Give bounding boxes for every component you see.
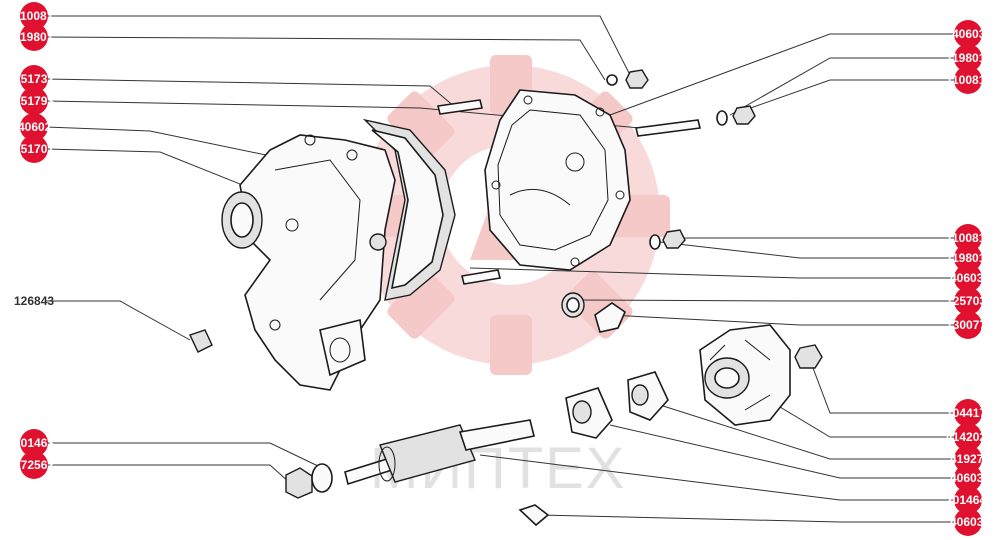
callout-badge — [954, 399, 982, 427]
callout-label: 110081 — [946, 73, 986, 87]
callout-label: 151701 — [14, 142, 54, 156]
callout-label: 414202 — [946, 430, 986, 444]
callout-40602[interactable]: 40602 — [18, 113, 52, 141]
callout-badge — [20, 113, 48, 141]
callout-badge — [20, 2, 48, 30]
callout-label: 40603 — [950, 471, 984, 485]
callout-badge — [954, 486, 982, 514]
callout-label: 151793 — [14, 94, 54, 108]
callout-414202[interactable]: 414202 — [946, 423, 986, 451]
callout-40603-c[interactable]: 40603 — [950, 464, 984, 492]
callout-label: 201463 — [14, 436, 54, 450]
bearing-rings — [565, 371, 669, 439]
callout-label: 119801 — [946, 51, 986, 65]
callout-40603-b[interactable]: 40603 — [950, 264, 984, 292]
leader-lines-right — [469, 33, 957, 523]
callouts-right: 40603 119801 110081 110081 119801 40603 … — [946, 20, 986, 536]
callout-172562[interactable]: 172562 — [14, 451, 54, 479]
callout-label: 110081 — [14, 9, 54, 23]
callout-badge — [954, 423, 982, 451]
callout-badge — [954, 287, 982, 315]
callout-119801-b[interactable]: 119801 — [946, 44, 986, 72]
callout-110081-b[interactable]: 110081 — [946, 66, 986, 94]
callout-badge — [954, 20, 982, 48]
gasket — [362, 118, 456, 301]
callout-label: 40603 — [950, 515, 984, 529]
plugs — [189, 302, 626, 527]
callout-119801-c[interactable]: 119801 — [946, 244, 986, 272]
callout-badge — [954, 66, 982, 94]
callout-label: 119801 — [14, 30, 54, 44]
callout-119801-top[interactable]: 119801 — [14, 23, 54, 51]
callout-badge — [954, 244, 982, 272]
callout-40603-a[interactable]: 40603 — [952, 20, 986, 48]
callout-151701[interactable]: 151701 — [14, 135, 54, 163]
impeller — [699, 324, 791, 426]
callout-label: 172562 — [14, 458, 54, 472]
callout-110081-c[interactable]: 110081 — [946, 224, 986, 252]
callout-badge — [20, 429, 48, 457]
callout-126843[interactable]: 126843 — [14, 294, 54, 308]
callout-label: 126843 — [14, 294, 54, 308]
callout-badge — [954, 264, 982, 292]
callout-badge — [954, 224, 982, 252]
callout-label: 125703 — [946, 294, 986, 308]
callout-label: 40603 — [952, 27, 986, 41]
callout-104417[interactable]: 104417 — [946, 399, 986, 427]
cover-plate — [484, 89, 631, 271]
callout-label: 40602 — [18, 120, 52, 134]
callout-badge — [20, 87, 48, 115]
studs — [437, 99, 701, 285]
nuts-washers — [285, 69, 823, 499]
callout-110081-top[interactable]: 110081 — [14, 2, 54, 30]
callout-201463[interactable]: 201463 — [14, 429, 54, 457]
callout-badge — [954, 464, 982, 492]
callout-151793[interactable]: 151793 — [14, 87, 54, 115]
callout-label: 130077 — [946, 318, 986, 332]
callout-201464[interactable]: 201464 — [946, 486, 986, 514]
callout-badge — [954, 311, 982, 339]
callout-label: 110081 — [946, 231, 986, 245]
callout-40603-d[interactable]: 40603 — [950, 508, 984, 536]
callout-badge — [954, 44, 982, 72]
callout-label: 119801 — [946, 251, 986, 265]
pump-housing — [221, 134, 396, 391]
callout-151732[interactable]: 151732 — [14, 65, 54, 93]
callout-badge — [20, 65, 48, 93]
callout-label: 151732 — [14, 72, 54, 86]
callout-label: 201464 — [946, 493, 986, 507]
callout-badge — [954, 508, 982, 536]
callout-130077[interactable]: 130077 — [946, 311, 986, 339]
callout-badge — [20, 23, 48, 51]
callouts-left: 110081 119801 151732 151793 40602 151701… — [14, 2, 54, 479]
callout-label: 41927 — [950, 452, 984, 466]
callout-badge — [20, 451, 48, 479]
shaft — [344, 419, 535, 486]
callout-label: 40603 — [950, 271, 984, 285]
callout-badge — [20, 135, 48, 163]
callout-125703[interactable]: 125703 — [946, 287, 986, 315]
callout-label: 104417 — [946, 406, 986, 420]
